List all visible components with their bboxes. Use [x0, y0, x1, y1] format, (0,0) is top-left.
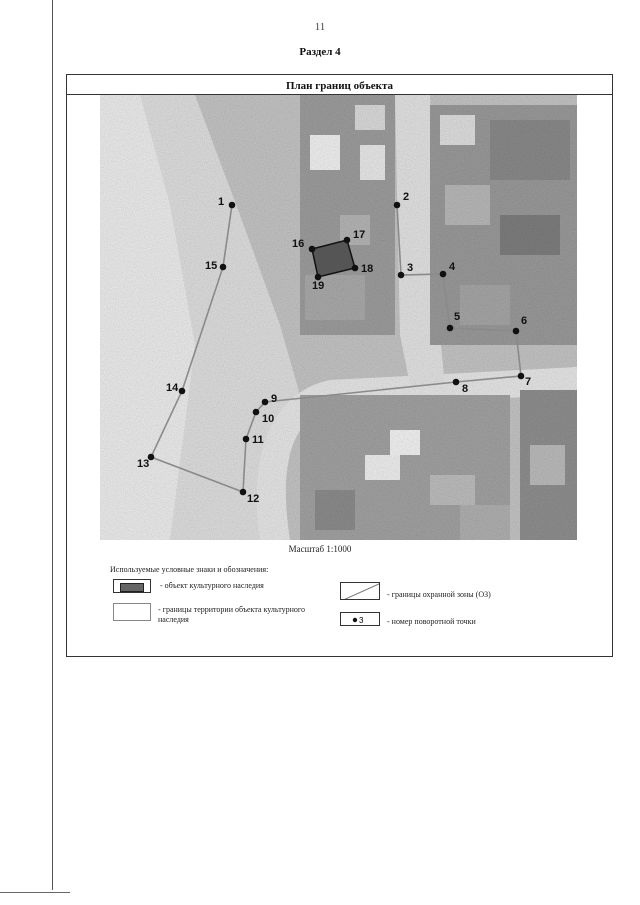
protection-zone-symbol — [340, 582, 380, 600]
turning-point-label-17: 17 — [353, 229, 365, 241]
turning-point-14 — [178, 387, 186, 395]
turning-point-label-16: 16 — [292, 238, 304, 250]
turning-point-7 — [517, 372, 525, 380]
plan-title: План границ объекта — [285, 80, 394, 92]
turning-point-symbol-label: 3 — [359, 616, 364, 625]
turning-point-label-18: 18 — [361, 263, 373, 275]
page-bottom-line — [0, 892, 70, 893]
turning-point-label-14: 14 — [166, 382, 179, 394]
turning-point-8 — [452, 378, 460, 386]
heritage-object-symbol — [113, 579, 151, 593]
turning-point-12 — [239, 488, 247, 496]
legend-heading: Используемые условные знаки и обозначени… — [110, 565, 269, 574]
turning-point-label-6: 6 — [521, 315, 527, 327]
turning-point-label-10: 10 — [262, 413, 274, 425]
turning-point-label-19: 19 — [312, 280, 324, 292]
turning-point-10 — [252, 408, 260, 416]
turning-point-label-3: 3 — [407, 262, 413, 274]
map-scale: Масштаб 1:1000 — [288, 544, 352, 554]
section-title: Раздел 4 — [299, 46, 341, 58]
turning-point-label-11: 11 — [252, 434, 264, 446]
legend-item-turning-point: - номер поворотной точки — [387, 617, 476, 626]
turning-point-17 — [343, 236, 351, 244]
turning-point-15 — [219, 263, 227, 271]
turning-point-label-4: 4 — [449, 261, 456, 273]
turning-point-label-2: 2 — [403, 191, 409, 203]
turning-point-11 — [242, 435, 250, 443]
legend-item-territory: - границы территории объекта культурного… — [158, 605, 305, 624]
page-margin-line — [52, 0, 53, 890]
plan-title-rule — [66, 94, 613, 95]
turning-point-label-13: 13 — [137, 458, 149, 470]
turning-point-3 — [397, 271, 405, 279]
turning-point-label-15: 15 — [205, 260, 217, 272]
turning-point-13 — [147, 453, 155, 461]
turning-point-5 — [446, 324, 454, 332]
turning-point-4 — [439, 270, 447, 278]
turning-point-label-12: 12 — [247, 493, 259, 505]
map-terrain — [100, 95, 577, 540]
turning-point-label-5: 5 — [454, 311, 460, 323]
territory-boundary-symbol — [113, 603, 151, 621]
turning-point-symbol: 3 — [340, 612, 380, 626]
turning-point-16 — [308, 245, 316, 253]
turning-point-19 — [314, 273, 322, 281]
turning-point-label-8: 8 — [462, 383, 468, 395]
turning-point-18 — [351, 264, 359, 272]
page-number: 11 — [314, 21, 326, 33]
turning-point-label-7: 7 — [525, 376, 531, 388]
turning-point-1 — [228, 201, 236, 209]
turning-point-label-9: 9 — [271, 393, 277, 405]
plan-frame — [66, 74, 613, 657]
legend-item-protection-zone: - границы охранной зоны (ОЗ) — [387, 590, 491, 599]
turning-point-9 — [261, 398, 269, 406]
turning-point-label-1: 1 — [218, 196, 224, 208]
legend-item-heritage: - объект культурного наследия — [160, 581, 264, 590]
turning-point-6 — [512, 327, 520, 335]
turning-point-2 — [393, 201, 401, 209]
